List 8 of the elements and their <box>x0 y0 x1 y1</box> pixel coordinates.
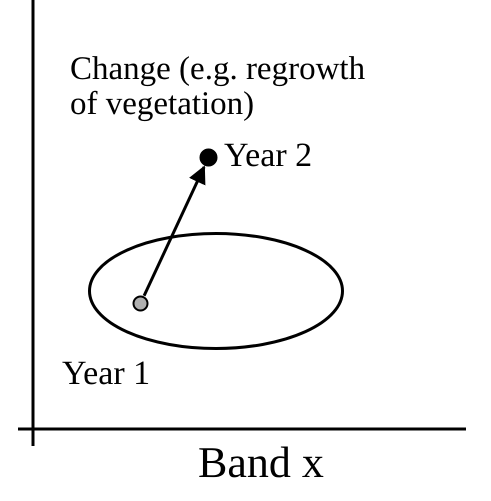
data-point <box>132 295 149 312</box>
edge-label: Change (e.g. regrowth of vegetation) <box>70 52 366 122</box>
data-point <box>199 148 218 167</box>
point-label: Year 1 <box>62 356 150 392</box>
arrow <box>142 165 206 296</box>
point-label: Year 2 <box>224 138 312 174</box>
axis-label: Band x <box>198 440 324 486</box>
ellipse <box>88 232 344 350</box>
